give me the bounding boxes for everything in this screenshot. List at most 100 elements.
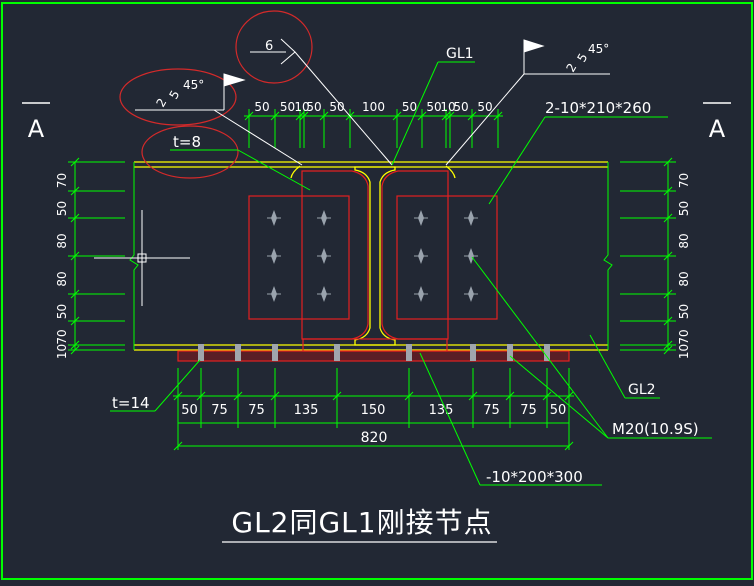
section-mark-right-label: A xyxy=(709,115,726,143)
top-dimension-label: 50 xyxy=(280,100,295,114)
bottom-dimension-label: 50 xyxy=(550,403,567,418)
cursor-crosshair xyxy=(94,210,190,306)
bottom-dimension-label: 75 xyxy=(483,403,500,418)
right-dimension-label: 50 xyxy=(677,304,691,319)
web-thickness-label: t=8 xyxy=(173,133,201,151)
web-plates-label: 2-10*210*260 xyxy=(545,99,651,117)
bottom-dimension-label: 135 xyxy=(294,403,319,418)
left-dimension-label: 80 xyxy=(55,233,69,248)
left-dimension-label: 80 xyxy=(55,271,69,286)
section-mark-left: A xyxy=(22,102,50,143)
weld-right-size: 2 xyxy=(563,61,579,75)
flange-thickness-callout: t=14 xyxy=(110,359,201,412)
right-dimension-label: 50 xyxy=(677,201,691,216)
bottom-dimension-label: 75 xyxy=(520,403,537,418)
top-dimension-label: 50 xyxy=(477,100,492,114)
top-dimension-label: 50 xyxy=(426,100,441,114)
flange-bolt xyxy=(406,344,412,361)
bolt xyxy=(267,248,281,264)
bottom-plate-label: -10*200*300 xyxy=(486,468,583,486)
bolt-callout: M20(10.9S) xyxy=(471,256,712,439)
left-dimension-label: 70 xyxy=(55,329,69,344)
drawing-title-text: GL2同GL1刚接节点 xyxy=(231,506,492,539)
bolt xyxy=(414,286,428,302)
top-dimension-label: 100 xyxy=(362,100,385,114)
weld-fillet-size-label: 6 xyxy=(265,39,273,54)
top-dimension-label: 50 xyxy=(306,100,321,114)
bolt xyxy=(267,210,281,226)
weld-symbol-fillet-size: 6 xyxy=(235,10,393,166)
flange-bolt-group xyxy=(198,344,550,361)
flange-bolt xyxy=(470,344,476,361)
right-dimension-label: 80 xyxy=(677,271,691,286)
right-dimension-label: 80 xyxy=(677,233,691,248)
left-dimension-label: 50 xyxy=(55,304,69,319)
top-dimension-label: 10 xyxy=(440,100,455,114)
drawing-title: GL2同GL1刚接节点 xyxy=(222,506,497,543)
bolt xyxy=(267,286,281,302)
bolt xyxy=(464,210,478,226)
top-dimension-label: 50 xyxy=(453,100,468,114)
bolt-label: M20(10.9S) xyxy=(612,420,699,438)
bottom-dimension-label: 75 xyxy=(248,403,265,418)
weld-left-size: 2 xyxy=(153,96,169,110)
top-dimension-label: 10 xyxy=(294,100,309,114)
bottom-splice-plate xyxy=(177,338,570,362)
beam-break-marks xyxy=(129,162,613,350)
gl1-label: GL1 xyxy=(446,46,474,62)
right-dimension-label: 70 xyxy=(677,329,691,344)
flange-bolt xyxy=(235,344,241,361)
bottom-total-dimension: 820 xyxy=(173,416,574,451)
flange-bolt xyxy=(544,344,550,361)
bottom-dimension-label: 150 xyxy=(361,403,386,418)
weld-left-angle: 45° xyxy=(183,78,204,92)
gl2-label: GL2 xyxy=(628,382,656,398)
top-dimension-label: 50 xyxy=(254,100,269,114)
bolt xyxy=(317,248,331,264)
left-dimension-label: 50 xyxy=(55,201,69,216)
left-dimension-label: 70 xyxy=(55,173,69,188)
flange-bolt xyxy=(272,344,278,361)
bottom-dimension-label: 75 xyxy=(211,403,228,418)
bolt xyxy=(464,286,478,302)
web-splice-plates xyxy=(248,195,498,320)
top-dimension-label: 50 xyxy=(329,100,344,114)
bottom-plate-callout: -10*200*300 xyxy=(419,352,602,486)
bolt xyxy=(464,248,478,264)
bolt xyxy=(317,286,331,302)
bottom-dimension-label: 135 xyxy=(429,403,454,418)
flange-bolt xyxy=(334,344,340,361)
right-dimension-label: 70 xyxy=(677,173,691,188)
gl1-callout: GL1 xyxy=(391,46,475,166)
web-plate-right xyxy=(396,195,498,320)
web-plate-left xyxy=(248,195,350,320)
weld-right-angle: 45° xyxy=(588,42,609,56)
section-mark-left-label: A xyxy=(28,115,45,143)
bottom-total-label: 820 xyxy=(361,430,388,446)
bottom-dimension-label: 50 xyxy=(181,403,198,418)
gl1-section xyxy=(354,166,396,346)
gl2-beam xyxy=(134,161,608,351)
bolt xyxy=(414,210,428,226)
top-dimension-label: 50 xyxy=(402,100,417,114)
web-thickness-callout: t=8 xyxy=(141,125,311,191)
flange-bolt xyxy=(198,344,204,361)
gl2-callout: GL2 xyxy=(589,334,660,399)
weld-left-leg: 5 xyxy=(166,88,182,102)
section-mark-right: A xyxy=(703,102,731,143)
left-dimension-label: 10 xyxy=(55,344,69,359)
bolt xyxy=(317,210,331,226)
right-dimension-label: 10 xyxy=(677,344,691,359)
web-plates-callout: 2-10*210*260 xyxy=(488,99,668,205)
bolt-group xyxy=(267,210,478,302)
flange-bolt xyxy=(507,344,513,361)
flange-thickness-label: t=14 xyxy=(112,394,150,412)
gl1-section-plate-outline xyxy=(301,170,449,340)
bottom-dimension-chain: 50 75 75 135 150 135 75 75 50 xyxy=(173,368,574,428)
